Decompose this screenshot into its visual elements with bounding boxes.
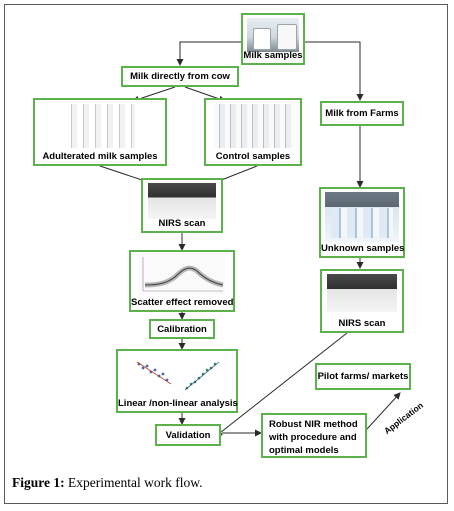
node-robust-line2: with procedure and bbox=[269, 432, 357, 443]
node-control: Control samples bbox=[204, 98, 302, 166]
node-calibration: Calibration bbox=[149, 319, 215, 339]
figure-frame bbox=[4, 4, 448, 504]
node-nirs-scan-right: NIRS scan bbox=[320, 269, 404, 333]
analysis-plots-graphic bbox=[127, 354, 229, 396]
adulterated-photo bbox=[65, 104, 135, 148]
arrow-nirs-to-validation bbox=[215, 332, 348, 437]
node-validation: Validation bbox=[155, 424, 221, 446]
node-milk-farms: Milk from Farms bbox=[320, 101, 404, 126]
node-milk-directly-label: Milk directly from cow bbox=[130, 71, 230, 82]
nirs-left-photo bbox=[148, 183, 216, 219]
node-adulterated: Adulterated milk samples bbox=[33, 98, 167, 166]
node-milk-samples-label: Milk samples bbox=[243, 50, 303, 61]
node-milk-directly: Milk directly from cow bbox=[121, 66, 239, 87]
nirs-right-photo bbox=[327, 274, 397, 312]
node-scatter-label: Scatter effect removed bbox=[131, 297, 234, 308]
figure-caption: Figure 1: Experimental work flow. bbox=[12, 475, 202, 491]
node-scatter: Scatter effect removed bbox=[129, 250, 235, 312]
node-pilot: Pilot farms/ markets bbox=[315, 363, 411, 390]
caption-prefix: Figure 1: bbox=[12, 475, 65, 490]
node-nirs-scan-left-label: NIRS scan bbox=[158, 218, 206, 229]
unknown-photo bbox=[325, 192, 399, 242]
node-linear-label: Linear /non-linear analysis bbox=[118, 398, 238, 409]
node-adulterated-label: Adulterated milk samples bbox=[42, 151, 158, 162]
node-unknown: Unknown samples bbox=[319, 187, 405, 258]
arrow-samples-to-cow bbox=[176, 41, 242, 66]
node-nirs-scan-right-label: NIRS scan bbox=[338, 318, 386, 329]
node-control-label: Control samples bbox=[215, 151, 291, 162]
arrow-samples-to-farms bbox=[305, 41, 364, 101]
control-photo bbox=[214, 104, 294, 148]
node-unknown-label: Unknown samples bbox=[321, 243, 405, 254]
caption-text: Experimental work flow. bbox=[64, 475, 203, 490]
scatter-spectra-graphic bbox=[139, 255, 225, 295]
node-pilot-label: Pilot farms/ markets bbox=[317, 371, 409, 382]
node-robust: Robust NIR method with procedure and opt… bbox=[261, 413, 367, 458]
node-milk-samples: Milk samples bbox=[241, 13, 305, 65]
node-robust-line3: optimal models bbox=[269, 445, 339, 456]
bottles-graphic bbox=[331, 208, 393, 238]
node-linear: Linear /non-linear analysis bbox=[116, 349, 238, 413]
node-validation-label: Validation bbox=[165, 429, 211, 441]
node-calibration-label: Calibration bbox=[157, 323, 207, 335]
milk-samples-photo bbox=[247, 18, 299, 52]
arrow-robust-to-pilot bbox=[366, 392, 401, 430]
node-nirs-scan-left: NIRS scan bbox=[141, 178, 223, 233]
node-robust-line1: Robust NIR method bbox=[269, 419, 358, 430]
node-milk-farms-label: Milk from Farms bbox=[325, 108, 399, 119]
